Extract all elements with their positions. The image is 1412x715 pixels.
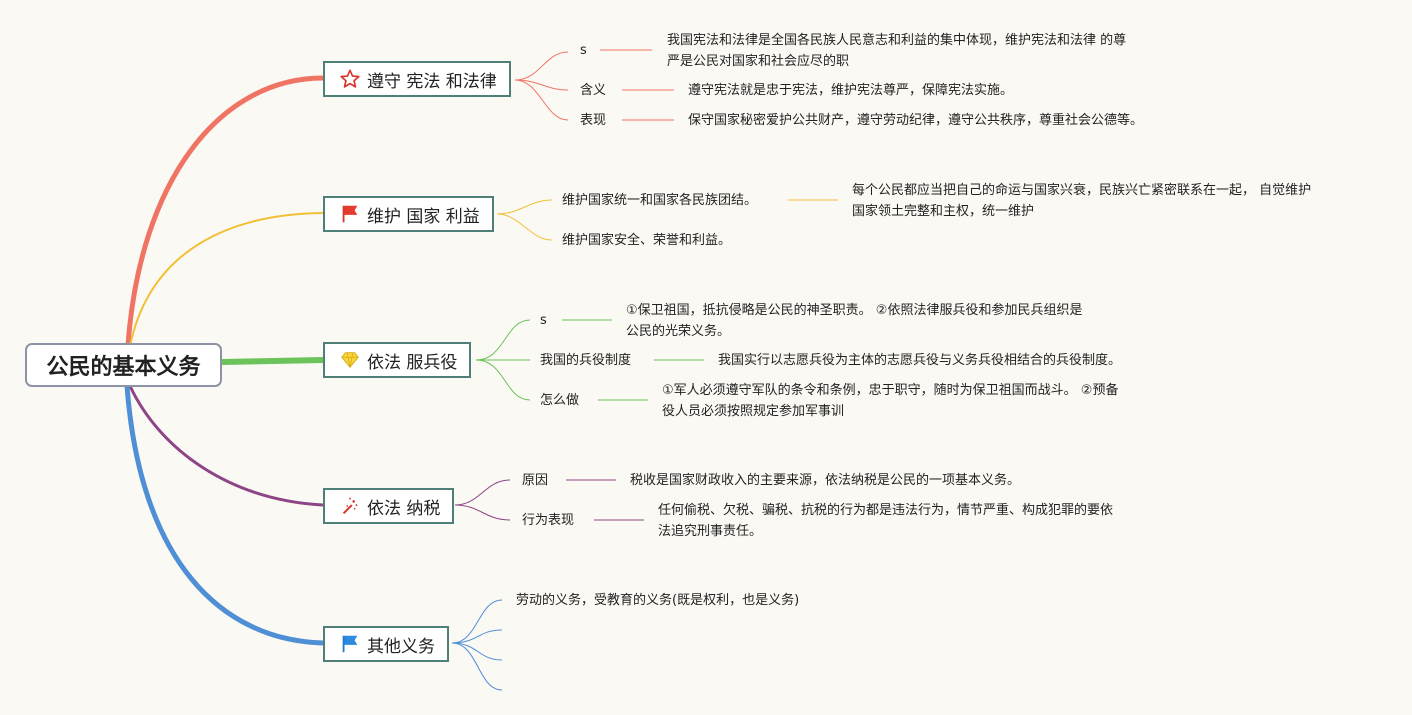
red-flag-icon xyxy=(339,203,361,225)
detail-1-2: 遵守宪法就是忠于宪法，维护宪法尊严，保障宪法实施。 xyxy=(688,83,1014,98)
connector-4-2 xyxy=(454,504,511,521)
branch-line-1 xyxy=(125,75,324,346)
connector-5-4 xyxy=(451,642,503,691)
blue-flag-icon xyxy=(339,633,361,655)
connector-5-2 xyxy=(451,629,503,644)
root-topic-label: 公民的基本义务 xyxy=(46,355,201,380)
topic-obey-constitution[interactable]: 遵守 宪法 和法律 xyxy=(323,61,511,97)
magic-wand-icon xyxy=(339,495,361,517)
detail-4-1: 税收是国家财政收入的主要来源，依法纳税是公民的一项基本义务。 xyxy=(630,473,1021,488)
subtopic-1-3[interactable]: 表现 xyxy=(580,113,607,128)
detail-2-1-line-2: 国家领土完整和主权，统一维护 xyxy=(852,204,1035,219)
detail-3-3-line-1: ①军人必须遵守军队的条令和条例，忠于职守，随时为保卫祖国而战斗。 ②预备 xyxy=(662,383,1119,398)
detail-4-2-line-1: 任何偷税、欠税、骗税、抗税的行为都是违法行为，情节严重、构成犯罪的要依 xyxy=(658,503,1114,518)
branch-line-2 xyxy=(129,212,324,347)
connector-3-3 xyxy=(475,359,531,401)
connector-4-1 xyxy=(454,479,511,506)
topic-other-duties[interactable]: 其他义务 xyxy=(323,626,449,662)
subtopic-3-1[interactable]: s xyxy=(540,313,547,328)
topic-label: 依法 服兵役 xyxy=(367,352,458,373)
detail-3-2: 我国实行以志愿兵役为主体的志愿兵役与义务兵役相结合的兵役制度。 xyxy=(718,353,1122,368)
connector-5-1 xyxy=(451,599,503,644)
detail-4-2-line-2: 法追究刑事责任。 xyxy=(658,524,763,539)
topic-label: 其他义务 xyxy=(367,636,435,657)
subtopic-4-1[interactable]: 原因 xyxy=(522,473,549,488)
connector-2-1 xyxy=(496,199,553,215)
root-topic[interactable]: 公民的基本义务 xyxy=(25,343,222,387)
connector-5-3 xyxy=(451,642,503,661)
star-icon xyxy=(339,68,361,90)
detail-1-3: 保守国家秘密爱护公共财产，遵守劳动纪律，遵守公共秩序，尊重社会公德等。 xyxy=(688,113,1144,128)
connector-1-3 xyxy=(514,79,569,121)
topic-label: 维护 国家 利益 xyxy=(367,206,480,227)
detail-3-1-line-1: ①保卫祖国，抵抗侵略是公民的神圣职责。 ②依照法律服兵役和参加民兵组织是 xyxy=(626,303,1083,318)
topic-military-service[interactable]: 依法 服兵役 xyxy=(323,342,472,378)
subtopic-2-1[interactable]: 维护国家统一和国家各民族团结。 xyxy=(562,193,758,208)
connector-3-1 xyxy=(475,319,531,361)
detail-2-1-line-1: 每个公民都应当把自己的命运与国家兴衰，民族兴亡紧密联系在一起， 自觉维护 xyxy=(852,183,1312,198)
branch-line-4 xyxy=(128,385,324,507)
branch-line-3 xyxy=(221,357,324,365)
topic-pay-taxes[interactable]: 依法 纳税 xyxy=(323,488,455,524)
subtopic-5-1[interactable]: 劳动的义务，受教育的义务(既是权利，也是义务) xyxy=(516,593,800,608)
branch-line-5 xyxy=(124,385,324,646)
topic-label: 依法 纳税 xyxy=(367,498,441,519)
topic-national-interest[interactable]: 维护 国家 利益 xyxy=(323,196,494,232)
connector-1-1 xyxy=(514,51,569,81)
subtopic-3-3[interactable]: 怎么做 xyxy=(540,393,580,408)
detail-1-1-line-2: 严是公民对国家和社会应尽的职 xyxy=(667,54,850,69)
subtopic-1-1[interactable]: s xyxy=(580,43,587,58)
detail-1-1-line-1: 我国宪法和法律是全国各民族人民意志和利益的集中体现，维护宪法和法律 的尊 xyxy=(667,33,1127,48)
topic-label: 遵守 宪法 和法律 xyxy=(367,71,497,92)
subtopic-2-2[interactable]: 维护国家安全、荣誉和利益。 xyxy=(562,233,732,248)
detail-3-1-line-2: 公民的光荣义务。 xyxy=(626,324,731,339)
subtopic-1-2[interactable]: 含义 xyxy=(580,83,607,98)
diamond-icon xyxy=(339,349,361,371)
subtopic-3-2[interactable]: 我国的兵役制度 xyxy=(540,353,632,368)
connector-2-2 xyxy=(496,213,553,241)
subtopic-4-2[interactable]: 行为表现 xyxy=(522,513,575,528)
detail-3-3-line-2: 役人员必须按照规定参加军事训 xyxy=(662,404,845,419)
